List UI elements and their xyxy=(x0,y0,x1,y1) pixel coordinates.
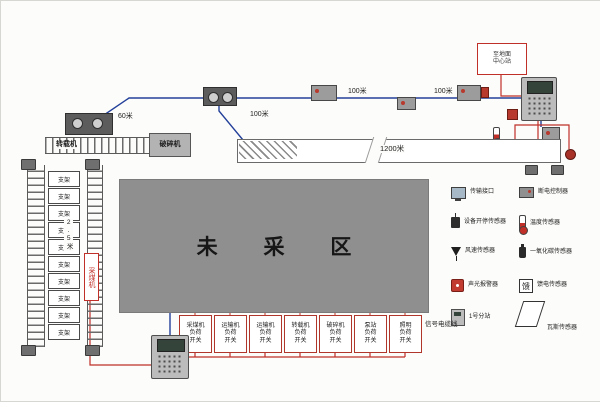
junction-box xyxy=(21,345,36,356)
legend-item-breaker: 断电控制器 xyxy=(519,187,584,198)
monitor-icon xyxy=(451,187,466,201)
screen-icon xyxy=(157,338,185,352)
indicator-dot-icon xyxy=(546,131,550,135)
transfer-machine-device xyxy=(65,113,113,135)
shearer-label: 采煤机 xyxy=(88,266,95,288)
wheel-icon xyxy=(72,118,83,129)
legend-item-station: 1号分站 xyxy=(451,309,515,326)
red-annotation-line xyxy=(500,73,521,97)
support-box: 支架 xyxy=(48,273,80,289)
legend-label: 1号分站 xyxy=(469,313,491,320)
valve-device xyxy=(397,97,416,110)
support-box: 支架 xyxy=(48,171,80,187)
wheel-icon xyxy=(92,118,103,129)
wind-sensor-icon xyxy=(451,247,461,261)
legend-label: 设备开停传感器 xyxy=(464,218,507,225)
junction-box xyxy=(85,345,100,356)
junction-box xyxy=(85,159,100,170)
switch-box-transfer: 转载机负荷开关 xyxy=(284,315,317,353)
legend-label: 传输接口 xyxy=(470,189,495,196)
keypad-icon xyxy=(526,95,552,117)
junction-box xyxy=(21,159,36,170)
support-box: 支架 xyxy=(48,324,80,340)
junction-box xyxy=(551,165,564,175)
legend-label-gas: 瓦斯传感器 xyxy=(547,325,578,331)
legend-label: 风速传感器 xyxy=(465,247,496,254)
thermometer-icon xyxy=(518,215,528,235)
legend-label: 声光报警器 xyxy=(468,281,499,288)
legend-label: 一氧化碳传感器 xyxy=(530,248,573,255)
junction-box xyxy=(525,165,538,175)
legend-item-co-sensor: 一氧化碳传感器 xyxy=(519,244,576,258)
distance-label-100m: 100米 xyxy=(347,88,368,96)
legend-item-thermometer: 温度传感器 xyxy=(518,215,576,235)
station-icon xyxy=(451,309,465,326)
surface-annotation-box: 至地面 中心站 xyxy=(477,43,527,75)
support-box: 支架 xyxy=(48,205,80,221)
control-station xyxy=(521,77,557,121)
breaker-icon xyxy=(481,87,489,98)
valve-icon xyxy=(565,149,576,160)
legend-item-alarm: 声光报警器 xyxy=(451,279,514,292)
crusher-box: 破碎机 xyxy=(149,133,191,157)
alarm-icon xyxy=(451,279,464,292)
switch-box-pump: 泵站负荷开关 xyxy=(354,315,387,353)
blue-trunk-line xyxy=(100,97,542,131)
red-switch-stubs xyxy=(194,311,406,315)
support-box: 支架 xyxy=(48,307,80,323)
screen-icon xyxy=(527,80,553,94)
legend-label: 温度传感器 xyxy=(530,219,561,226)
distance-label-100m: 100米 xyxy=(433,88,454,96)
co-sensor-icon xyxy=(519,244,526,258)
legend-item-wind-sensor: 风速传感器 xyxy=(451,247,511,261)
line-device xyxy=(457,85,481,101)
support-box: 支架 xyxy=(48,256,80,272)
switch-box-crusher: 破碎机负荷开关 xyxy=(319,315,352,353)
switch-box-lighting: 照明负荷开关 xyxy=(389,315,422,353)
indicator-dot-icon xyxy=(401,101,405,105)
unmined-area: 未 采 区 xyxy=(119,179,429,313)
distance-label-100m: 100米 xyxy=(249,111,270,119)
wheel-icon xyxy=(222,92,233,103)
indicator-dot-icon xyxy=(315,89,319,93)
switch-box-conveyor-2: 运输机负荷开关 xyxy=(249,315,282,353)
roadway-hatch xyxy=(239,141,297,159)
distance-label-60m: 60米 xyxy=(117,113,134,121)
wheel-icon xyxy=(208,92,219,103)
annotation-text: 至地面 xyxy=(492,51,511,58)
shearer-box: 采煤机 xyxy=(84,253,99,301)
annotation-text: 中心站 xyxy=(492,59,511,65)
feed-sensor-icon: 馈 xyxy=(519,279,533,293)
line-device xyxy=(311,85,337,101)
controller-icon xyxy=(519,187,534,198)
breaker-icon xyxy=(507,109,518,120)
winch-device xyxy=(203,87,237,106)
switch-box-conveyor-1: 运输机负荷开关 xyxy=(214,315,247,353)
legend-item-feed-sensor: 馈 馈电传感器 xyxy=(519,279,583,293)
transfer-machine-label: 转载机 xyxy=(55,141,78,149)
crusher-label: 破碎机 xyxy=(159,141,181,149)
onoff-sensor-icon xyxy=(451,213,460,228)
support-box: 支架 xyxy=(48,290,80,306)
distance-label-1200m: 1200米 xyxy=(379,144,406,154)
cable-note: 信号电缆线 xyxy=(425,321,458,328)
red-switch-bus xyxy=(187,351,406,358)
unmined-area-label: 未 采 区 xyxy=(196,236,372,259)
legend-item-onoff-sensor: 设备开停传感器 xyxy=(451,213,510,228)
keypad-icon xyxy=(157,353,183,375)
legend-label: 馈电传感器 xyxy=(537,282,568,289)
support-box: 支架 xyxy=(48,188,80,204)
legend-item-interface: 传输接口 xyxy=(451,187,516,201)
indicator-dot-icon xyxy=(461,89,465,93)
control-station xyxy=(151,335,189,379)
gate-roadway-track xyxy=(27,165,45,347)
distance-label-2-5m: 2.5米 xyxy=(64,219,74,251)
legend-label: 断电控制器 xyxy=(538,188,569,195)
